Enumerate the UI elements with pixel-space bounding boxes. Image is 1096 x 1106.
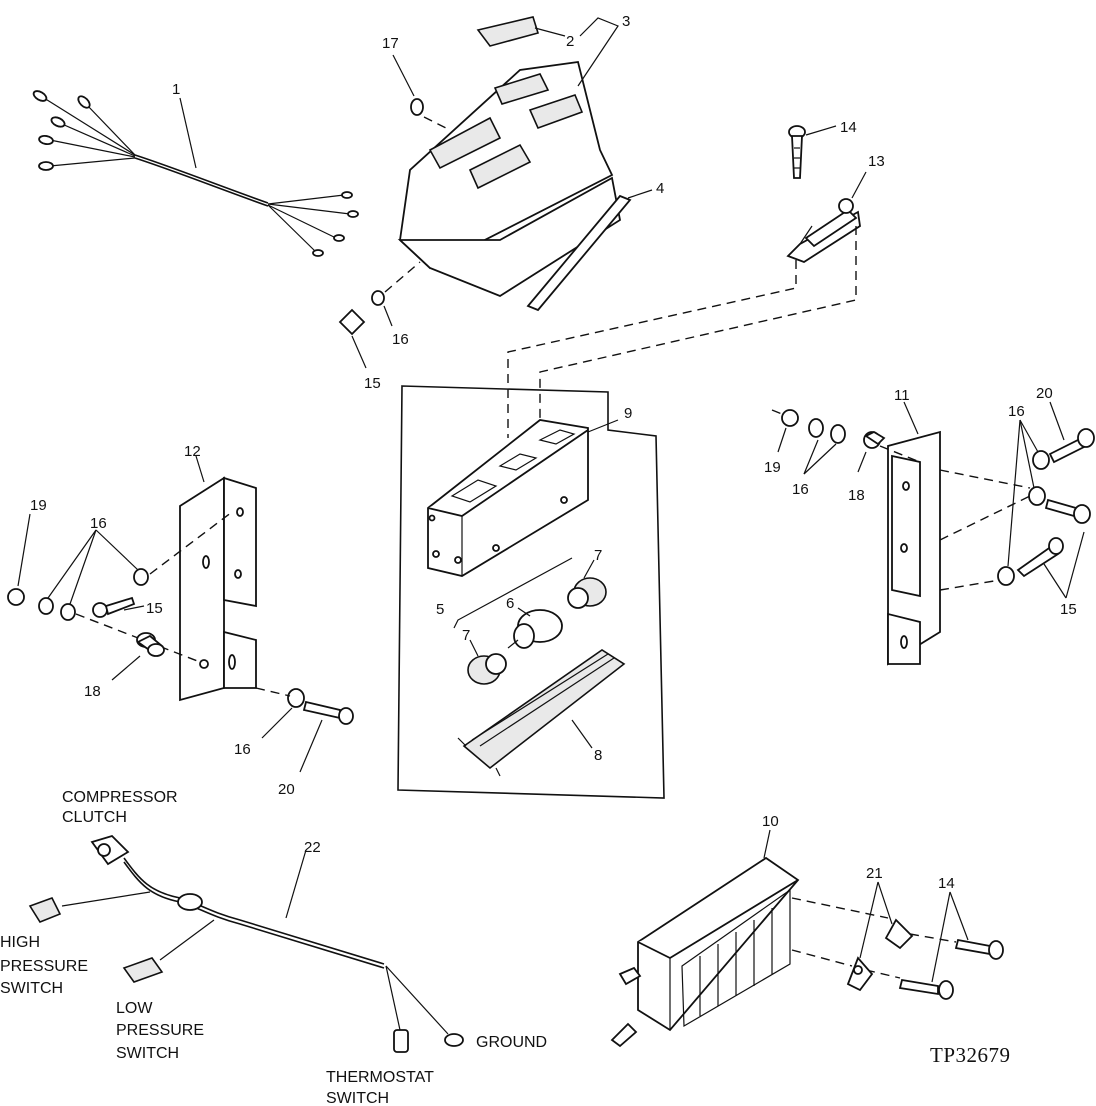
callout-13: 13 (868, 153, 885, 170)
air-box-housing-3 (397, 60, 621, 298)
washer-16-left-b (60, 603, 76, 621)
mounting-bracket-11 (887, 430, 941, 666)
callout-14-lower: 14 (938, 875, 955, 892)
thermostat-switch-connector (393, 1029, 409, 1053)
washer-16-right-b (830, 424, 846, 444)
spacer-18-right (863, 430, 886, 449)
label-high-switch: SWITCH (0, 980, 63, 997)
callout-7-upper: 7 (594, 547, 602, 564)
callout-19-right: 19 (764, 459, 781, 476)
clip-21-upper (884, 918, 914, 950)
leader-4 (627, 189, 653, 199)
washer-16-right-a (808, 418, 824, 438)
vent-louver-2 (476, 16, 540, 47)
seal-strip-4 (526, 194, 632, 312)
label-compressor: COMPRESSOR (62, 789, 178, 806)
label-clutch: CLUTCH (62, 809, 127, 826)
bolt-14-lower-a (954, 938, 1004, 960)
callout-6: 6 (506, 595, 514, 612)
blower-housing-9 (427, 419, 589, 577)
callout-11: 11 (894, 387, 910, 404)
blower-wheel-7-lower (467, 653, 507, 685)
spacer-18-left (136, 632, 165, 657)
heater-core-8 (457, 649, 626, 777)
bolt-14-lower-b (898, 978, 954, 1000)
callout-16-top: 16 (392, 331, 409, 348)
label-low-switch: SWITCH (116, 1045, 179, 1062)
nut-19-right (781, 409, 799, 427)
label-low: LOW (116, 1000, 153, 1017)
callout-1: 1 (172, 81, 180, 98)
screw-15-right-a (1044, 498, 1091, 524)
callout-15-top: 15 (364, 375, 381, 392)
bolt-20-right (1048, 428, 1095, 464)
callout-16-left-upper: 16 (90, 515, 107, 532)
washer-16-left-d (287, 688, 305, 708)
low-pressure-switch-connector (122, 957, 164, 983)
nut-19-left (7, 588, 25, 606)
washer-16-right-c (1032, 450, 1050, 470)
washer-16-right-e (997, 566, 1015, 586)
wiring-harness-1 (32, 90, 359, 257)
clip-21-lower (846, 956, 874, 992)
callout-16-left-lower: 16 (234, 741, 251, 758)
washer-17 (410, 98, 424, 116)
label-thermostat-switch: SWITCH (326, 1090, 389, 1106)
leader-2 (534, 27, 566, 37)
callout-20-left: 20 (278, 781, 295, 798)
callout-4: 4 (656, 180, 664, 197)
leader-5 (453, 557, 573, 629)
mounting-bracket-12 (179, 476, 257, 702)
callout-14-top: 14 (840, 119, 857, 136)
washer-16-left-c (133, 568, 149, 586)
screw-15-left (92, 596, 136, 618)
blower-motor-6 (507, 609, 563, 649)
callout-3: 3 (622, 13, 630, 30)
callout-19-left: 19 (30, 497, 47, 514)
callout-16-right-upper: 16 (1008, 403, 1025, 420)
assembly-frame-9 (397, 385, 665, 799)
callout-9: 9 (624, 405, 632, 422)
callout-20-right: 20 (1036, 385, 1053, 402)
callout-15-right: 15 (1060, 601, 1077, 618)
ground-terminal (444, 1033, 464, 1047)
callout-12: 12 (184, 443, 201, 460)
blower-wheel-7-upper (567, 577, 607, 609)
label-ground: GROUND (476, 1034, 547, 1051)
callout-18-right: 18 (848, 487, 865, 504)
callout-18-left: 18 (84, 683, 101, 700)
washer-16-right-d (1028, 486, 1046, 506)
leader-17 (392, 54, 415, 97)
bolt-14-top (788, 125, 806, 179)
callout-16-right-lower: 16 (792, 481, 809, 498)
callout-17: 17 (382, 35, 399, 52)
leader-1 (179, 97, 197, 169)
callout-8: 8 (594, 747, 602, 764)
label-high-pressure: PRESSURE (0, 958, 88, 975)
switch-harness-22 (61, 857, 449, 1035)
compressor-clutch-connector (90, 834, 130, 866)
label-high: HIGH (0, 934, 40, 951)
high-pressure-switch-connector (28, 897, 62, 923)
callout-5: 5 (436, 601, 444, 618)
thermostat-switch-13 (786, 198, 861, 264)
label-low-pressure: PRESSURE (116, 1022, 204, 1039)
callout-7-lower: 7 (462, 627, 470, 644)
leader-3 (577, 17, 619, 87)
screw-15-right-b (1016, 537, 1064, 578)
screw-15-top (338, 308, 366, 336)
washer-16-top (371, 290, 385, 306)
callout-21: 21 (866, 865, 883, 882)
callout-15-left: 15 (146, 600, 163, 617)
figure-id: TP32679 (930, 1043, 1011, 1067)
callout-10: 10 (762, 813, 779, 830)
washer-16-left-a (38, 597, 54, 615)
callout-2: 2 (566, 33, 574, 50)
label-thermostat: THERMOSTAT (326, 1069, 434, 1086)
callout-22: 22 (304, 839, 321, 856)
bolt-20-left (302, 700, 354, 725)
air-louver-10 (610, 856, 800, 1048)
